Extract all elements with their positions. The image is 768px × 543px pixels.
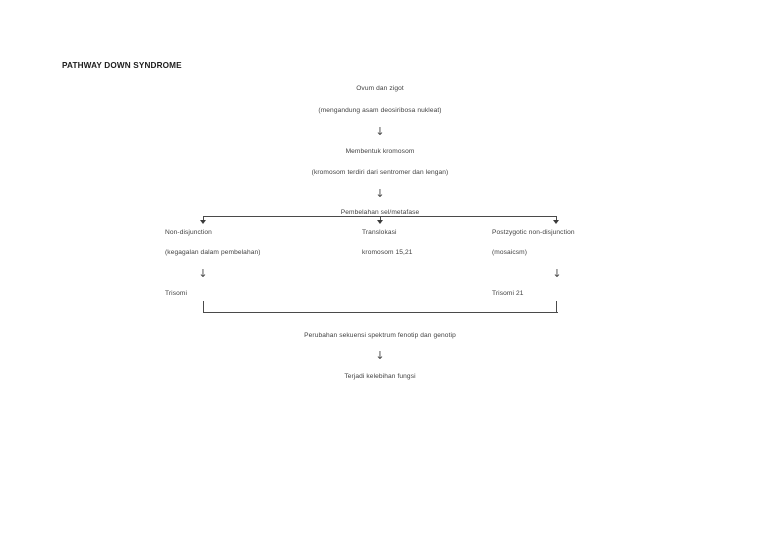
node-membentuk-kromosom: Membentuk kromosom <box>345 148 415 155</box>
branch-arrowhead-center <box>377 220 383 224</box>
branch-label-postzygotic-non-disjunction: Postzygotic non-disjunction <box>492 229 575 236</box>
node-pembelahan-sel-metafase: Pembelahan sel/metafase <box>340 209 420 216</box>
down-arrow-icon: ↓ <box>375 349 385 362</box>
down-arrow-icon: ↓ <box>375 187 385 200</box>
page-title: PATHWAY DOWN SYNDROME <box>62 61 182 70</box>
branch-note-postzygotic-non-disjunction: (mosaicsm) <box>492 249 528 256</box>
down-arrow-icon: ↓ <box>375 125 385 138</box>
branch-drop-left <box>203 216 204 221</box>
node-ovum-dan-zigot: Ovum dan zigot <box>356 85 404 92</box>
branch-drop-right <box>556 216 557 221</box>
branch-note-non-disjunction: (kegagalan dalam pembelahan) <box>165 249 261 256</box>
node-perubahan-sekuensi: Perubahan sekuensi spektrum fenotip dan … <box>304 332 456 339</box>
branch-label-non-disjunction: Non-disjunction <box>165 229 212 236</box>
collector-stub-left <box>203 301 205 313</box>
branch-label-translokasi: Translokasi <box>362 229 397 236</box>
down-arrow-icon: ↓ <box>552 267 562 280</box>
down-arrow-icon: ↓ <box>198 267 208 280</box>
collector-bus-line <box>203 312 558 314</box>
branch-arrowhead-left <box>200 220 206 224</box>
node-terjadi-kelebihan-fungsi: Terjadi kelebihan fungsi <box>344 373 416 380</box>
branch-note-translokasi: kromosom 15,21 <box>362 249 413 256</box>
branch-drop-center <box>380 216 381 221</box>
collector-stub-right <box>556 301 558 313</box>
branch-arrowhead-right <box>553 220 559 224</box>
node-kromosom-note: (kromosom terdiri dari sentromer dan len… <box>311 169 449 176</box>
branch-outcome-trisomi: Trisomi <box>165 290 188 297</box>
branch-outcome-trisomi-21: Trisomi 21 <box>492 290 524 297</box>
node-ovum-note: (mengandung asam deosiribosa nukleat) <box>318 107 442 114</box>
